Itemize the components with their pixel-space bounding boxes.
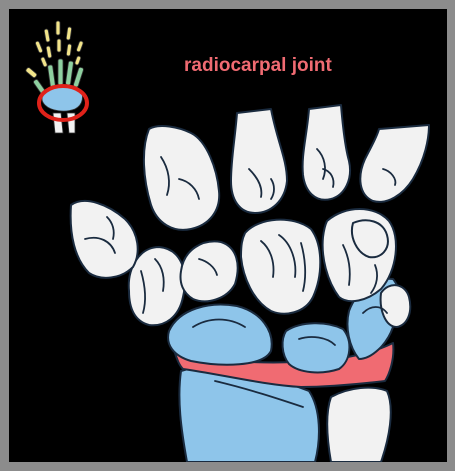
scaphoid-bone [168, 305, 272, 365]
capitate-bone [241, 220, 320, 314]
lunate-bone [283, 323, 350, 372]
pisiform-bone [381, 285, 411, 327]
trapezoid-bone [181, 241, 238, 301]
fifth-metacarpal [360, 125, 429, 202]
third-metacarpal [231, 109, 287, 213]
diagram-title: radiocarpal joint [184, 55, 332, 77]
ulna-bone [327, 388, 391, 462]
second-metacarpal [144, 126, 219, 230]
fourth-metacarpal [303, 105, 350, 200]
